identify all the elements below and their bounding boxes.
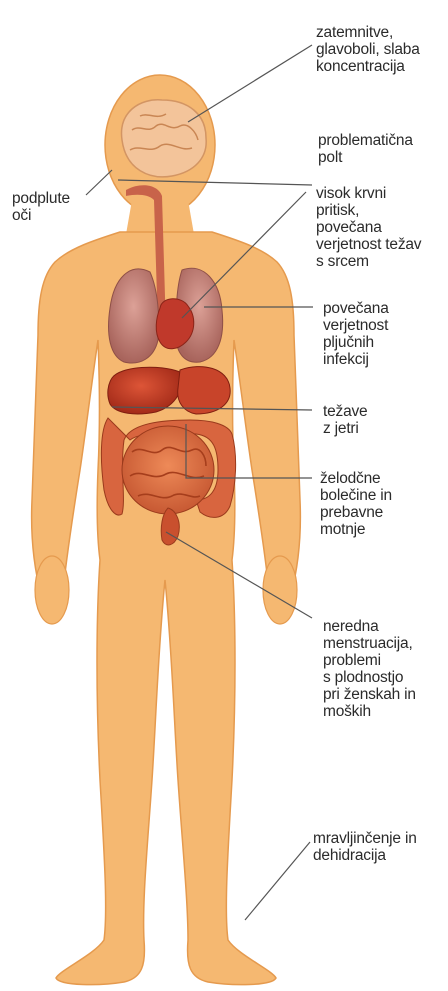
label-brain: zatemnitve, glavoboli, slaba koncentraci… [316, 24, 420, 75]
label-skin: problematična polt [318, 132, 413, 166]
label-eyes: podplute oči [12, 190, 70, 224]
right-hand-shape [263, 556, 297, 624]
small-intestine-shape [122, 426, 214, 514]
left-hand-shape [35, 556, 69, 624]
stomach-shape [178, 367, 230, 414]
leader-line-eyes [86, 170, 112, 195]
label-heart: visok krvni pritisk, povečana verjetnost… [316, 185, 421, 270]
brain-shape [122, 100, 207, 177]
leader-line-brain [188, 45, 312, 122]
label-reproductive: neredna menstruacija, problemi s plodnos… [323, 618, 416, 720]
label-lungs: povečana verjetnost pljučnih infekcij [323, 300, 389, 368]
label-feet: mravljinčenje in dehidracija [313, 830, 417, 864]
label-stomach: želodčne bolečine in prebavne motnje [320, 470, 392, 538]
leader-line-feet [245, 842, 310, 920]
label-liver: težave z jetri [323, 403, 367, 437]
